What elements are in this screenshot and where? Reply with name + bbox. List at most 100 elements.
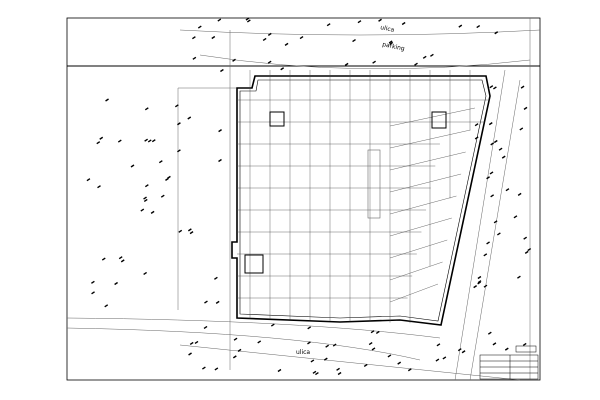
survey-mark [211,35,216,40]
survey-mark [277,368,282,373]
survey-mark [505,188,510,192]
survey-mark [474,136,479,140]
survey-mark [188,352,192,356]
diagonal-parking-line [389,129,471,149]
survey-mark [523,236,528,240]
survey-mark [492,342,497,346]
street-label-top: ulica [380,24,396,34]
survey-mark [520,85,525,89]
survey-mark [214,276,218,280]
diagonal-parking-line [389,173,462,193]
survey-mark [232,58,236,62]
survey-mark [422,55,427,59]
survey-mark [325,344,330,348]
survey-mark [524,250,529,254]
survey-mark [315,371,319,376]
survey-mark [189,231,194,235]
survey-mark [197,25,202,29]
room-block [431,111,447,129]
survey-mark [493,86,497,90]
survey-mark [177,122,181,126]
survey-mark [178,229,183,233]
survey-mark [310,359,315,363]
survey-marks [86,17,532,376]
survey-mark [344,62,349,66]
survey-mark [151,139,156,143]
survey-mark [150,210,155,214]
survey-mark [177,149,181,153]
survey-mark [167,175,171,179]
parking-label: parking [382,41,406,53]
survey-mark [312,370,317,374]
survey-mark [232,355,237,359]
survey-mark [501,155,506,159]
street-label-bottom: ulica [296,349,310,356]
survey-mark [203,325,208,330]
survey-mark [513,215,518,219]
survey-mark [217,18,222,22]
survey-mark [233,337,238,341]
diagonal-parking-line [389,261,443,281]
building-outline [231,75,491,326]
survey-mark [483,284,488,288]
survey-mark [114,281,118,286]
survey-mark [493,139,498,144]
survey-mark [414,62,418,66]
survey-mark [517,275,521,279]
survey-mark [91,291,95,295]
survey-mark [522,342,527,347]
survey-mark [461,350,466,354]
room-block [244,254,264,274]
survey-mark [215,300,220,304]
survey-mark [187,228,192,232]
survey-mark [476,24,481,29]
survey-mark [143,198,148,202]
survey-mark [389,41,394,45]
survey-mark [237,348,242,352]
survey-mark [120,259,125,263]
survey-mark [270,323,275,327]
survey-mark [143,271,148,276]
diagonal-parking-line [389,217,452,237]
survey-mark [527,247,532,252]
survey-mark [436,343,441,347]
survey-mark [375,330,380,335]
survey-mark [280,67,285,71]
survey-mark [519,127,524,131]
survey-mark [267,32,272,36]
survey-mark [487,331,492,335]
diagonal-parking-line [389,239,448,259]
survey-mark [457,348,462,352]
survey-mark [101,257,106,261]
survey-mark [357,20,362,24]
diagonal-parking-line [389,283,439,303]
survey-mark [144,107,149,111]
survey-mark [483,253,488,257]
title-block [479,345,539,380]
room-block [269,111,285,127]
survey-mark [97,185,101,189]
survey-mark [192,56,197,60]
survey-mark [496,232,501,236]
survey-mark [371,347,376,351]
survey-mark [388,40,393,44]
diagonal-parking-line [389,151,466,171]
survey-mark [326,23,331,27]
survey-mark [91,280,95,284]
survey-mark [336,367,340,371]
survey-mark [174,104,179,108]
survey-mark [407,368,412,372]
survey-mark [368,341,373,346]
survey-mark [187,116,192,120]
survey-mark [488,122,493,126]
survey-mark [99,136,104,140]
survey-mark [378,18,382,22]
survey-mark [490,194,495,198]
survey-mark [105,98,109,102]
survey-mark [104,304,109,308]
survey-mark [489,85,494,89]
drawing-frame [66,17,541,381]
survey-mark [523,106,528,110]
survey-mark [430,53,434,57]
